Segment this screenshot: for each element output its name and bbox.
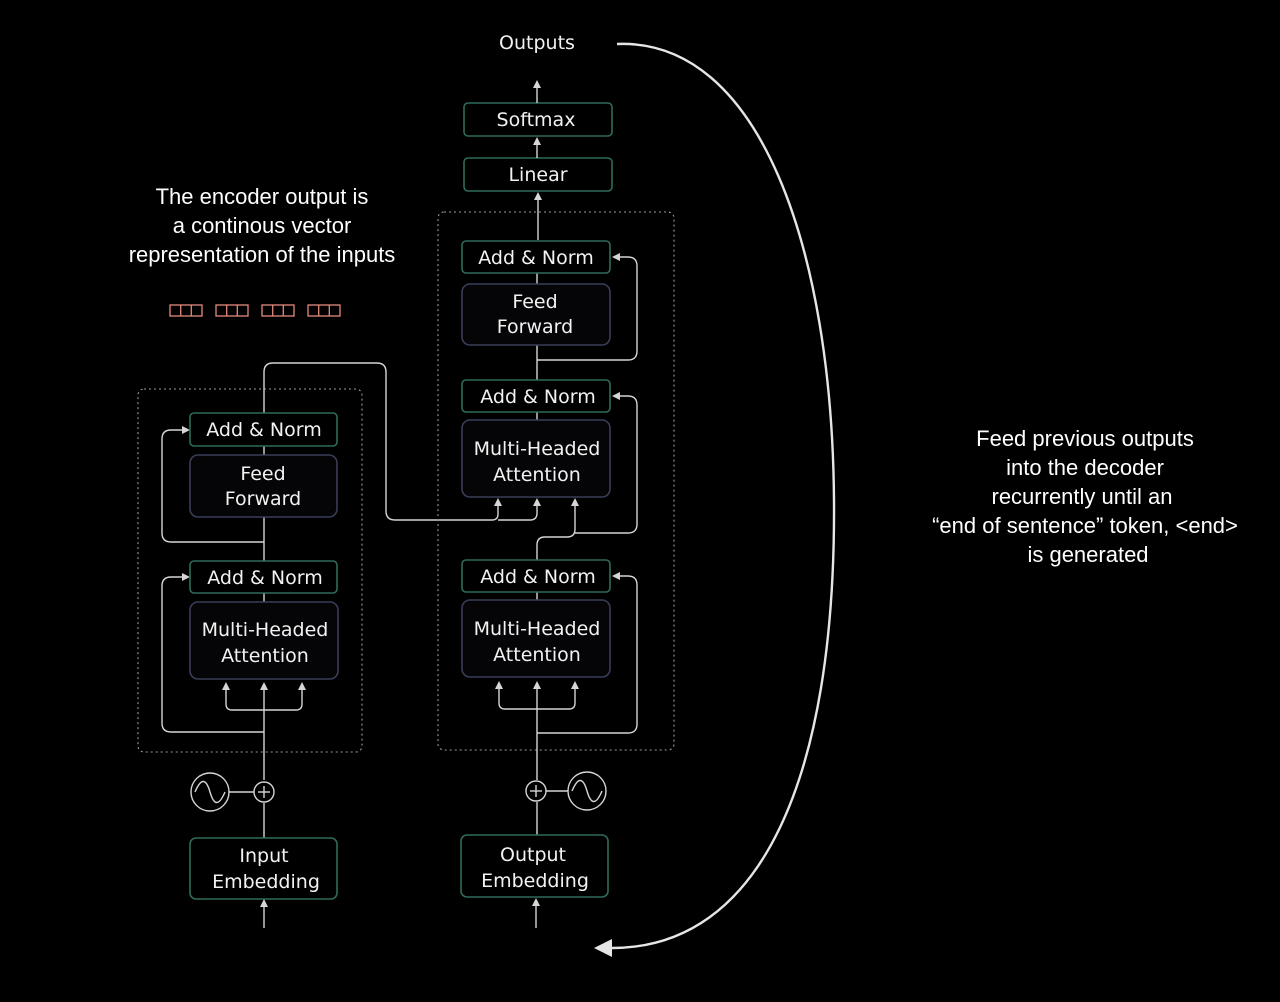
vector-4 xyxy=(307,304,341,317)
encoder-add-norm-bottom: Add & Norm xyxy=(189,560,338,594)
encoder-output-note: The encoder output is a continous vector… xyxy=(129,184,396,267)
vector-2 xyxy=(215,304,249,317)
feedback-note-line-3: recurrently until an xyxy=(992,484,1173,509)
encoder-add-norm-top: Add & Norm xyxy=(189,412,338,447)
encoder-ff-line-1: Feed xyxy=(240,463,285,485)
decoder-ff-line-2: Forward xyxy=(497,316,573,338)
decoder-self-attn-line-1: Multi-Headed xyxy=(474,618,601,640)
decoder-cross-attn-line-1: Multi-Headed xyxy=(474,438,601,460)
decoder-add-norm-middle: Add & Norm xyxy=(461,379,611,413)
decoder-container xyxy=(437,211,675,751)
encoder-note-line-1: The encoder output is xyxy=(156,184,369,209)
encoder-add-norm-top-label: Add & Norm xyxy=(206,419,322,441)
decoder-add-norm-middle-label: Add & Norm xyxy=(480,386,596,408)
encoder-attn-line-2: Attention xyxy=(221,645,309,667)
feedback-note-line-2: into the decoder xyxy=(1006,455,1164,480)
output-embedding-line-1: Output xyxy=(500,844,566,866)
feedback-note-line-1: Feed previous outputs xyxy=(976,426,1194,451)
decoder-add-norm-top: Add & Norm xyxy=(461,240,611,274)
output-arrow xyxy=(532,898,540,928)
encoder-multi-headed-attention: Multi-Headed Attention xyxy=(189,601,339,680)
encoder-container xyxy=(137,388,363,753)
vector-3 xyxy=(261,304,295,317)
softmax-label: Softmax xyxy=(497,109,576,131)
encoder-note-line-3: representation of the inputs xyxy=(129,242,396,267)
encoder-add-norm-bottom-label: Add & Norm xyxy=(207,567,323,589)
decoder-self-attention: Multi-Headed Attention xyxy=(461,599,611,678)
decoder-cross-attn-line-2: Attention xyxy=(493,464,581,486)
decoder-add-norm-bottom-label: Add & Norm xyxy=(480,566,596,588)
input-arrow xyxy=(260,899,268,928)
vector-1 xyxy=(169,304,203,317)
input-embedding-line-2: Embedding xyxy=(212,871,320,893)
feedback-note-line-4: “end of sentence” token, <end> xyxy=(932,513,1238,538)
encoder-note-line-2: a continous vector xyxy=(173,213,352,238)
decoder-positional-encoding xyxy=(525,771,607,811)
feedback-note: Feed previous outputs into the decoder r… xyxy=(932,426,1238,567)
feedback-note-line-5: is generated xyxy=(1027,542,1148,567)
linear-box: Linear xyxy=(463,157,613,192)
decoder-add-norm-bottom: Add & Norm xyxy=(461,559,611,593)
decoder-connectors xyxy=(495,253,638,835)
linear-label: Linear xyxy=(508,164,567,186)
add-icon xyxy=(253,781,275,803)
output-embedding: Output Embedding xyxy=(460,834,609,898)
encoder-connectors xyxy=(161,362,541,838)
encoder-attn-line-1: Multi-Headed xyxy=(202,619,329,641)
input-embedding-line-1: Input xyxy=(239,845,288,867)
outputs-label: Outputs xyxy=(499,32,575,54)
encoder-positional-encoding xyxy=(190,772,275,812)
encoder-output-vectors xyxy=(169,304,341,317)
input-embedding: Input Embedding xyxy=(189,837,338,900)
encoder-ff-line-2: Forward xyxy=(225,488,301,510)
output-embedding-line-2: Embedding xyxy=(481,870,589,892)
softmax-box: Softmax xyxy=(463,102,613,137)
feedback-curve xyxy=(594,42,836,957)
top-connectors xyxy=(533,80,542,240)
decoder-feed-forward: Feed Forward xyxy=(461,283,611,346)
decoder-ff-line-1: Feed xyxy=(512,291,557,313)
decoder-self-attn-line-2: Attention xyxy=(493,644,581,666)
decoder-add-norm-top-label: Add & Norm xyxy=(478,247,594,269)
arrowhead-icon xyxy=(594,939,612,957)
decoder-cross-attention: Multi-Headed Attention xyxy=(461,419,611,498)
encoder-feed-forward: Feed Forward xyxy=(189,454,338,518)
sine-wave-icon xyxy=(567,771,607,811)
